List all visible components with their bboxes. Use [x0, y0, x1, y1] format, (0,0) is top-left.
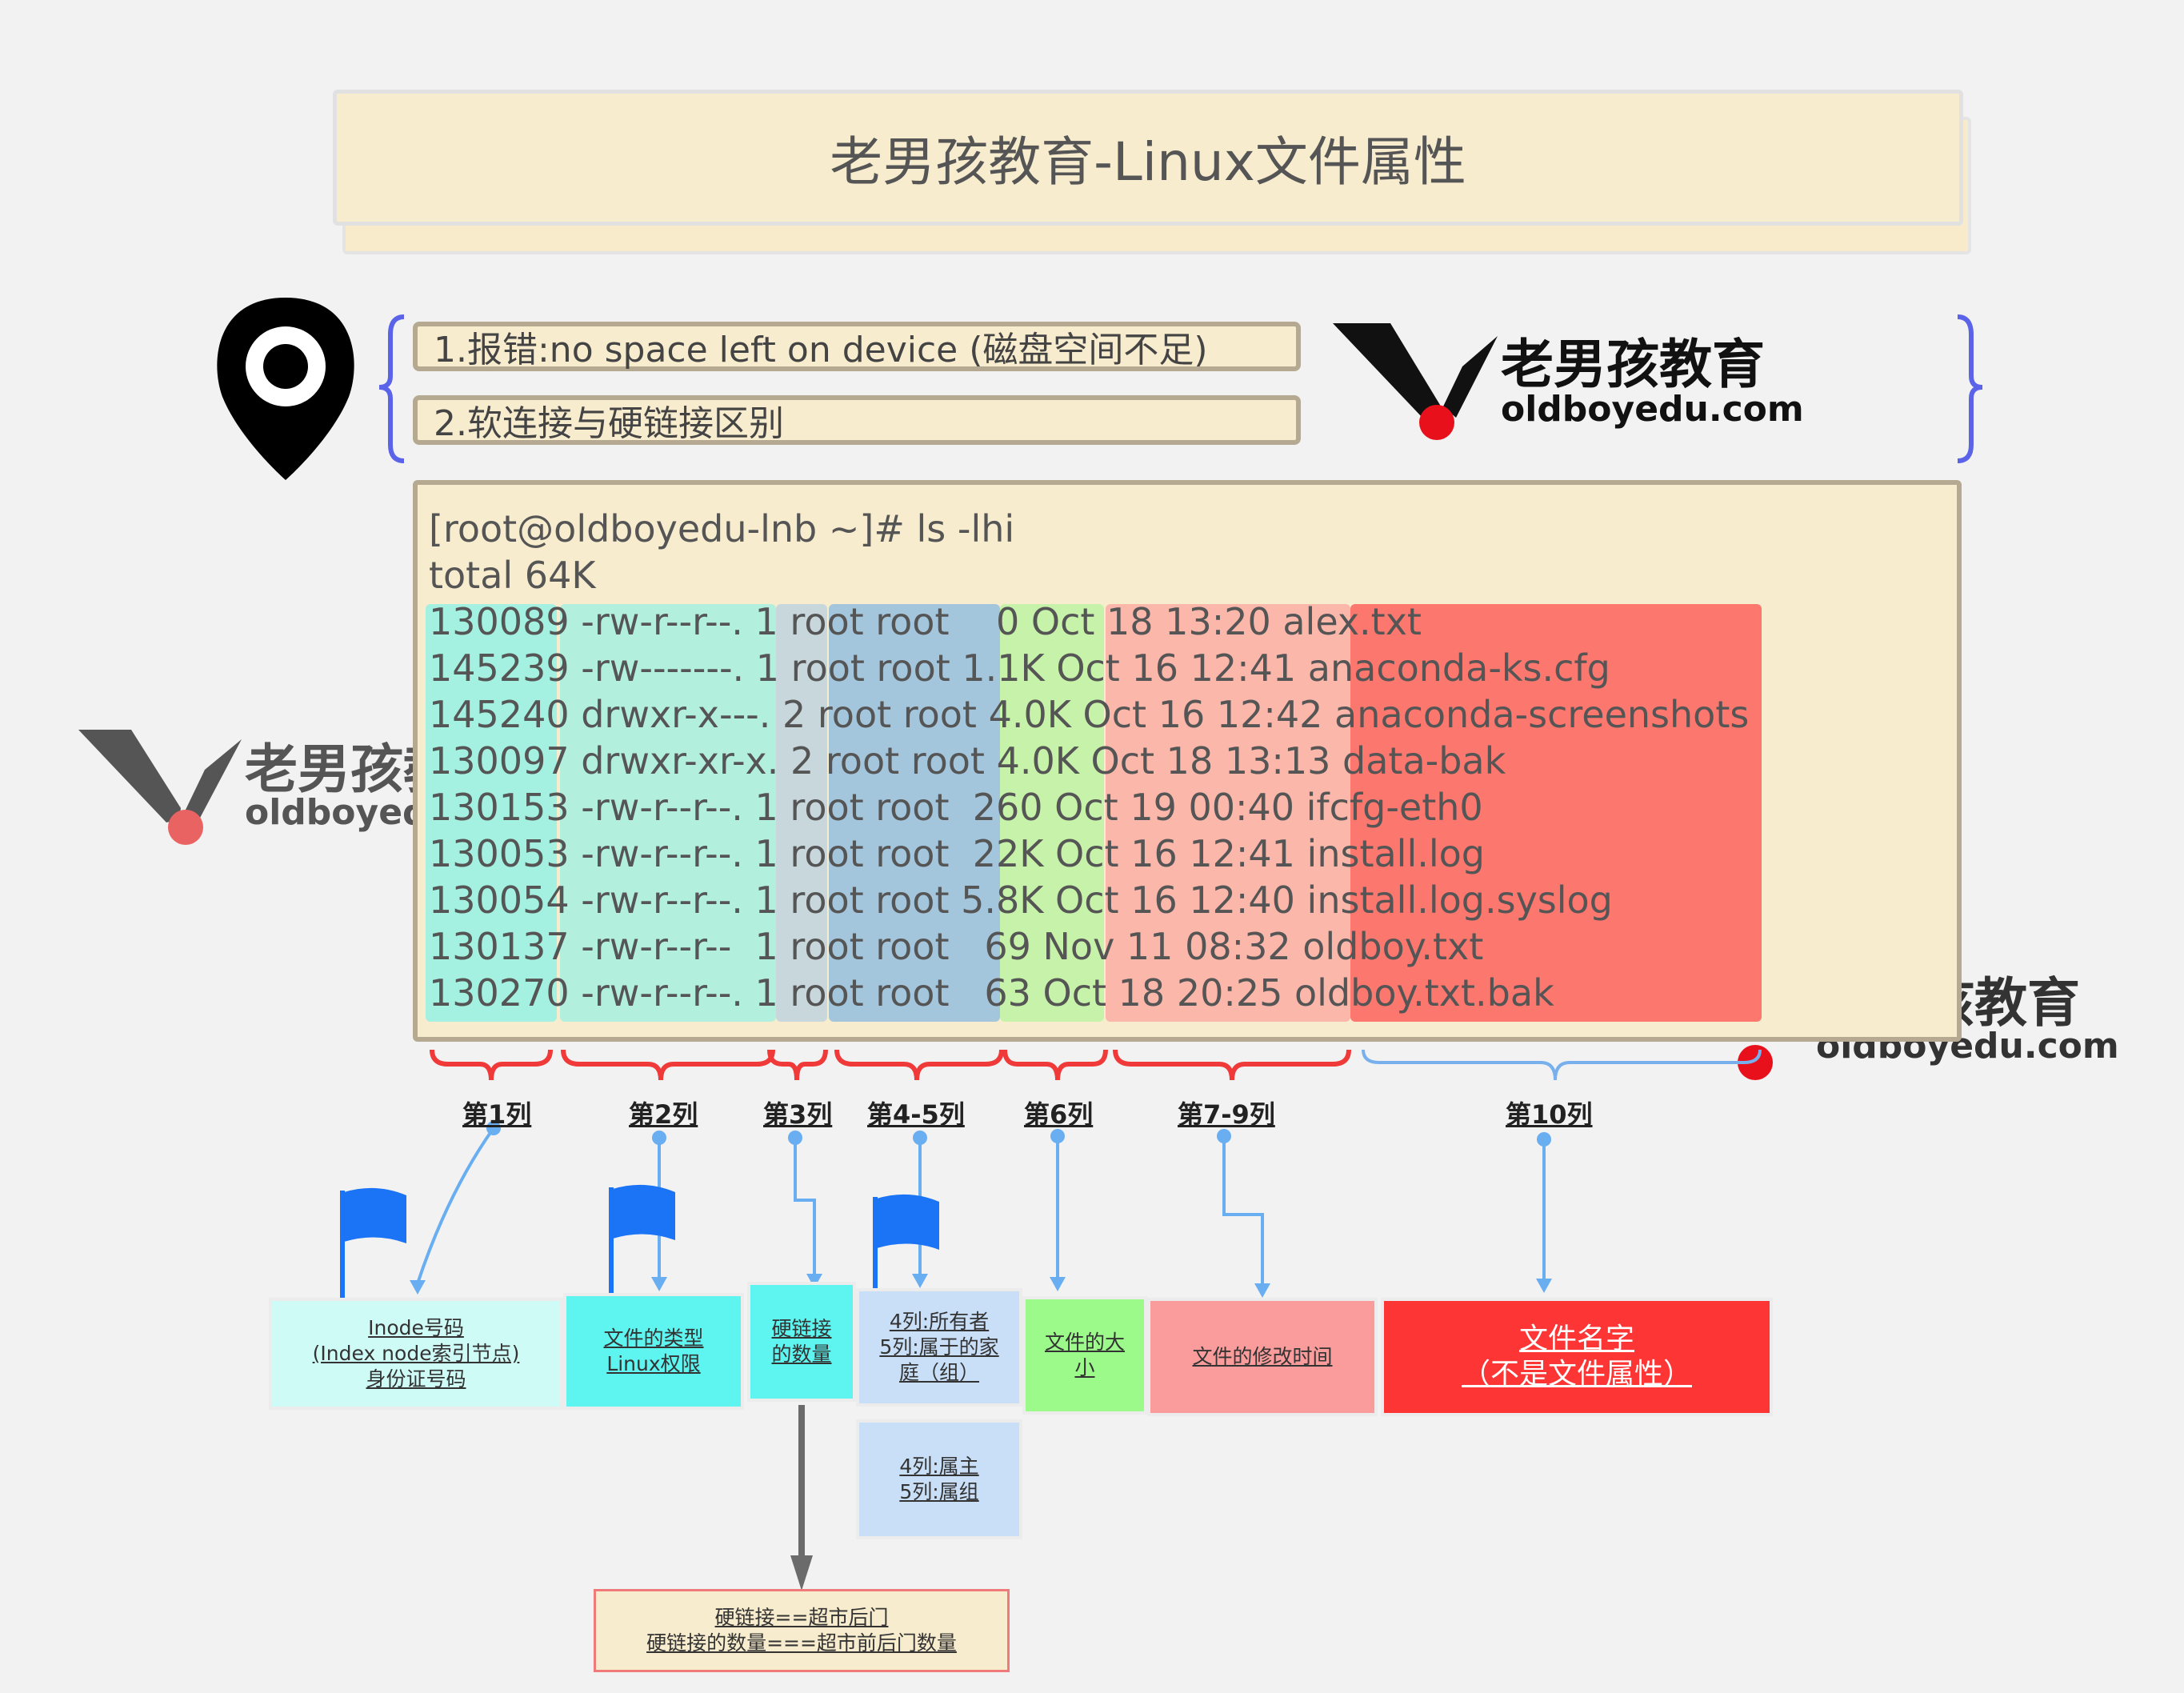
file-size-box: 文件的大 小: [1022, 1296, 1147, 1415]
page-title: 老男孩教育-Linux文件属性: [333, 90, 1963, 226]
topic-2: 2.软连接与硬链接区别: [413, 395, 1301, 445]
mtime-box: 文件的修改时间: [1147, 1298, 1378, 1416]
col79-highlight: [1106, 604, 1350, 1022]
terminal-row: 145240 drwxr-x---. 2 root root 4.0K Oct …: [429, 693, 1750, 736]
owner-group-short-box: 4列:属主 5列:属组: [856, 1419, 1022, 1539]
filename-box: 文件名字 （不是文件属性）: [1381, 1298, 1773, 1416]
topic-1: 1.报错:no space left on device (磁盘空间不足): [413, 322, 1301, 371]
terminal-row: 130097 drwxr-xr-x. 2 root root 4.0K Oct …: [429, 739, 1506, 782]
column-label-10: 第10列: [1506, 1099, 1593, 1130]
terminal-row: 130153 -rw-r--r--. 1 root root 260 Oct 1…: [429, 786, 1483, 829]
col3-highlight: [776, 604, 827, 1022]
terminal-row: 130089 -rw-r--r--. 1 root root 0 Oct 18 …: [429, 600, 1422, 643]
logo-en-text: oldboyedu.com: [1501, 389, 1804, 430]
terminal-row: 130137 -rw-r--r-- 1 root root 69 Nov 11 …: [429, 925, 1484, 968]
terminal-command: [root@oldboyedu-lnb ~]# ls -lhi: [429, 507, 1015, 550]
col10-highlight: [1350, 604, 1762, 1022]
col2-highlight: [560, 604, 776, 1022]
hardlink-count-box: 硬链接 的数量: [747, 1282, 856, 1402]
column-label-4-5: 第4-5列: [867, 1099, 965, 1130]
column-label-7-9: 第7-9列: [1178, 1099, 1275, 1130]
terminal-total: total 64K: [429, 554, 596, 597]
hardlink-analogy-box: 硬链接==超市后门 硬链接的数量===超市前后门数量: [594, 1589, 1010, 1672]
column-label-1: 第1列: [462, 1099, 532, 1130]
owner-group-box: 4列:所有者 5列:属于的家 庭（组）: [856, 1288, 1022, 1407]
terminal-row: 130270 -rw-r--r--. 1 root root 63 Oct 18…: [429, 971, 1554, 1015]
col1-highlight: [426, 604, 557, 1022]
logo-cn-text: 老男孩教育: [1501, 334, 1765, 395]
col45-highlight: [829, 604, 1000, 1022]
column-label-3: 第3列: [763, 1099, 833, 1130]
column-label-2: 第2列: [629, 1099, 698, 1130]
terminal-row: 145239 -rw-------. 1 root root 1.1K Oct …: [429, 646, 1610, 690]
terminal-row: 130053 -rw-r--r--. 1 root root 22K Oct 1…: [429, 832, 1485, 875]
column-label-6: 第6列: [1024, 1099, 1094, 1130]
terminal-row: 130054 -rw-r--r--. 1 root root 5.8K Oct …: [429, 879, 1613, 922]
file-type-box: 文件的类型 Linux权限: [563, 1293, 744, 1410]
col6-highlight: [1000, 604, 1104, 1022]
inode-box: Inode号码 (Index node索引节点) 身份证号码: [269, 1298, 563, 1410]
